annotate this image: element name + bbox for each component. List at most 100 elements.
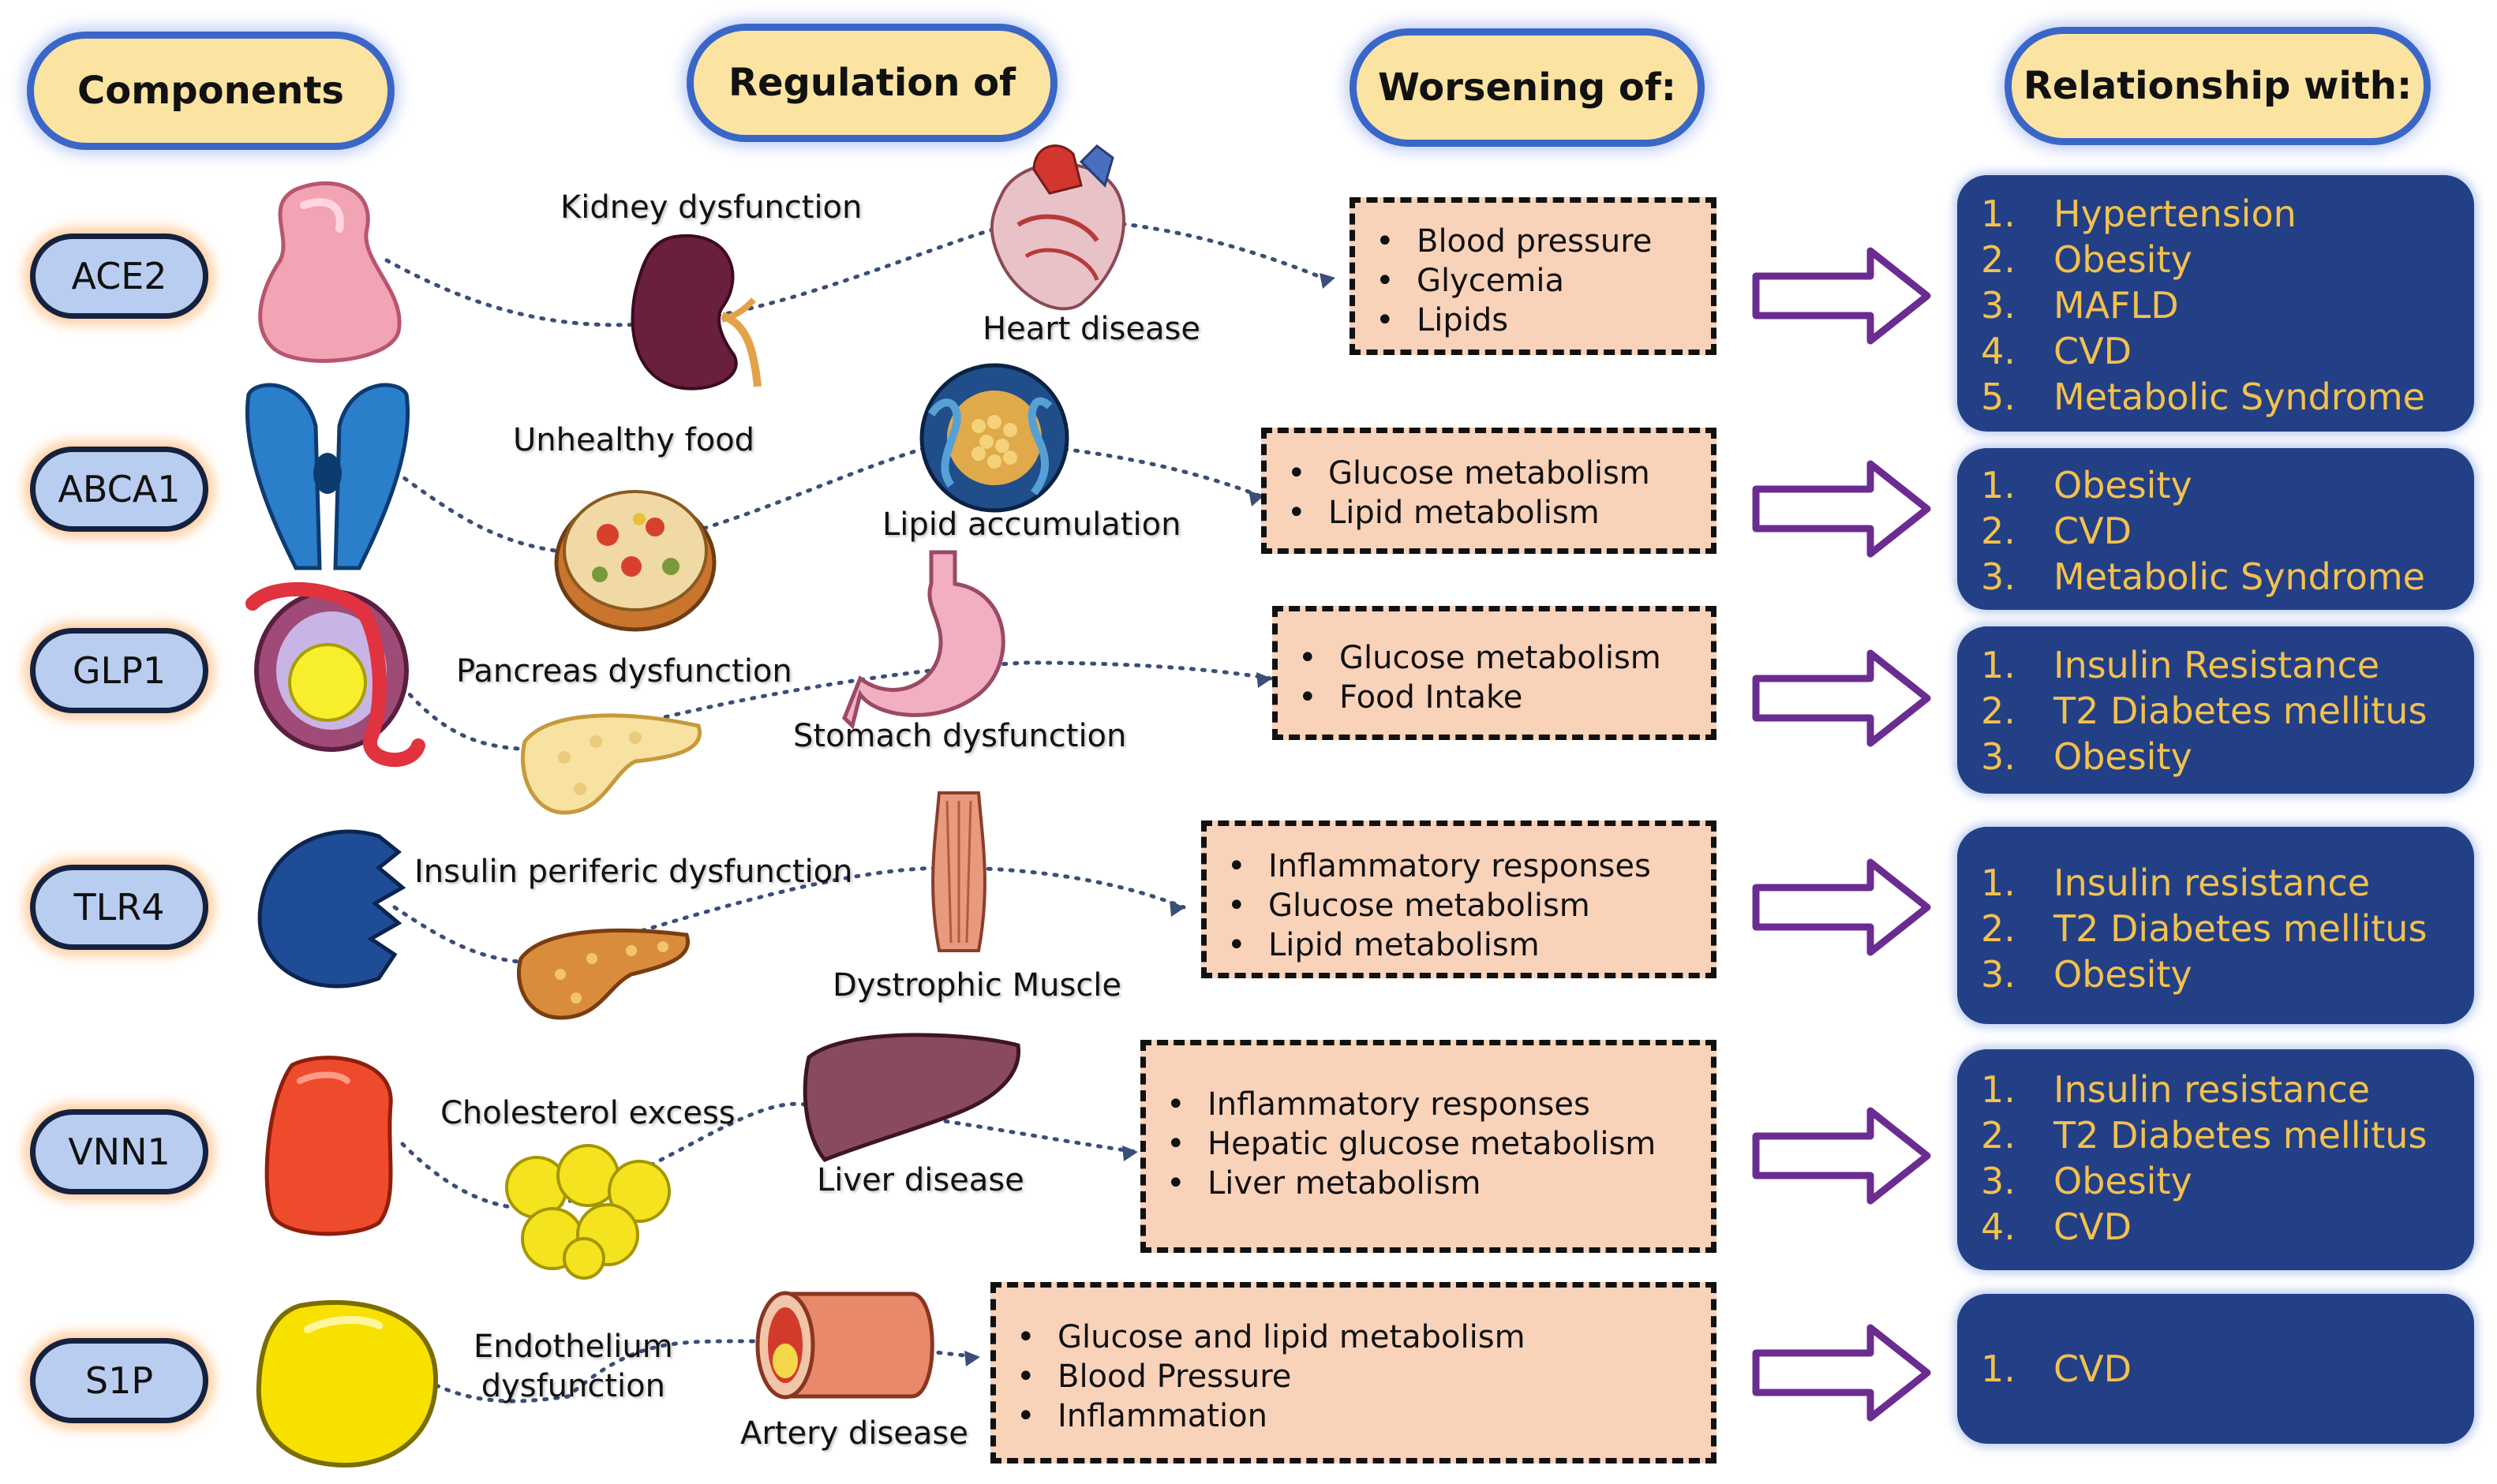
- pancreas-icon-row3: [520, 713, 702, 815]
- muscle-icon: [931, 791, 986, 952]
- relationship-item: 2. T2 Diabetes mellitus: [1981, 906, 2450, 951]
- worsening-item: Blood pressure: [1355, 222, 1711, 261]
- component-abca1: ABCA1: [30, 447, 208, 532]
- item-number: 2.: [1981, 510, 2016, 552]
- relationship-item: 5.Metabolic Syndrome: [1981, 374, 2450, 420]
- worsening-item: Lipid metabolism: [1207, 925, 1711, 965]
- relationship-item: 1.Insulin resistance: [1981, 1067, 2450, 1112]
- fat-cell-icon: [919, 363, 1069, 513]
- tlr4-receptor-icon: [257, 829, 406, 989]
- heart-icon: [990, 144, 1125, 311]
- pizza-icon: [554, 490, 717, 632]
- worsening-item: Inflammatory responses: [1146, 1085, 1711, 1124]
- arrow-icon: [1752, 858, 1931, 956]
- component-label: TLR4: [73, 886, 165, 929]
- worsening-item: Glucose and lipid metabolism: [996, 1318, 1711, 1357]
- label-lipid-accumulation: Lipid accumulation: [882, 507, 1181, 543]
- relationship-item: 1. CVD: [1981, 1346, 2450, 1392]
- item-text: Insulin resistance: [2053, 862, 2371, 904]
- component-label: S1P: [84, 1359, 154, 1402]
- item-text: Insulin resistance: [2053, 1068, 2371, 1111]
- arrow-icon: [1752, 649, 1931, 747]
- component-s1p: S1P: [30, 1338, 208, 1423]
- header-worsening-label: Worsening of:: [1378, 65, 1676, 110]
- item-number: 2.: [1981, 1114, 2016, 1157]
- item-number: 4.: [1981, 330, 2016, 372]
- item-number: 3.: [1981, 1160, 2016, 1202]
- label-endothelium-line1: Endothelium: [474, 1329, 673, 1365]
- artery-icon: [755, 1291, 934, 1400]
- item-text: Metabolic Syndrome: [2053, 555, 2425, 598]
- item-text: CVD: [2053, 510, 2132, 552]
- item-text: Obesity: [2053, 1160, 2192, 1202]
- item-text: Obesity: [2053, 238, 2192, 281]
- vnn1-cell-icon: [264, 1056, 393, 1236]
- component-vnn1: VNN1: [30, 1109, 208, 1194]
- label-endothelium-line2: dysfunction: [481, 1368, 665, 1404]
- relationship-item: 3.MAFLD: [1981, 282, 2450, 328]
- worsening-box-ace2: Blood pressure Glycemia Lipids: [1350, 197, 1716, 355]
- item-number: 1.: [1981, 193, 2016, 235]
- item-number: 1.: [1981, 464, 2016, 507]
- component-label: ABCA1: [58, 468, 181, 510]
- item-text: Insulin Resistance: [2053, 644, 2380, 686]
- worsening-box-s1p: Glucose and lipid metabolism Blood Press…: [990, 1282, 1716, 1463]
- header-relationship: Relationship with:: [2005, 27, 2431, 145]
- item-number: 1.: [1981, 862, 2016, 904]
- worsening-box-vnn1: Inflammatory responses Hepatic glucose m…: [1140, 1040, 1716, 1253]
- relationship-item: 3.Metabolic Syndrome: [1981, 554, 2450, 600]
- arrow-icon: [1752, 247, 1931, 345]
- item-number: 5.: [1981, 376, 2016, 418]
- worsening-item: Glycemia: [1355, 261, 1711, 301]
- item-number: 2.: [1981, 238, 2016, 281]
- item-text: MAFLD: [2053, 284, 2179, 327]
- relationship-item: 2.T2 Diabetes mellitus: [1981, 688, 2450, 734]
- relationship-item: 1.Hypertension: [1981, 191, 2450, 237]
- label-insulin-periferic-dysfunction: Insulin periferic dysfunction: [414, 854, 853, 890]
- label-heart-disease: Heart disease: [983, 311, 1200, 347]
- pancreas-icon-row4: [516, 928, 691, 1020]
- relationship-item: 1.Insulin Resistance: [1981, 642, 2450, 688]
- component-glp1: GLP1: [30, 628, 208, 713]
- worsening-item: Glucose metabolism: [1207, 886, 1711, 925]
- label-cholesterol-excess: Cholesterol excess: [440, 1095, 736, 1131]
- label-stomach-dysfunction: Stomach dysfunction: [793, 718, 1127, 754]
- item-text: CVD: [2053, 1348, 2132, 1390]
- item-number: 3.: [1981, 953, 2016, 996]
- worsening-item: Blood Pressure: [996, 1357, 1711, 1396]
- header-regulation-label: Regulation of: [728, 61, 1016, 105]
- component-tlr4: TLR4: [30, 865, 208, 950]
- fat-droplets-icon: [505, 1144, 671, 1280]
- worsening-item: Inflammation: [996, 1396, 1711, 1436]
- worsening-item: Glucose metabolism: [1267, 454, 1711, 493]
- item-text: T2 Diabetes mellitus: [2053, 907, 2428, 950]
- header-components: Components: [27, 32, 395, 150]
- worsening-item: Liver metabolism: [1146, 1164, 1711, 1203]
- worsening-item: Glucose metabolism: [1278, 638, 1711, 678]
- relationship-box-s1p: 1. CVD: [1957, 1294, 2474, 1444]
- label-artery-disease: Artery disease: [740, 1415, 968, 1452]
- component-label: GLP1: [72, 649, 167, 692]
- s1p-cell-icon: [256, 1299, 439, 1468]
- item-text: CVD: [2053, 1206, 2132, 1248]
- label-kidney-dysfunction: Kidney dysfunction: [560, 189, 863, 226]
- worsening-item: Lipids: [1355, 301, 1711, 340]
- relationship-item: 1. Insulin resistance: [1981, 860, 2450, 906]
- arrow-icon: [1752, 460, 1931, 558]
- item-text: CVD: [2053, 330, 2132, 372]
- item-number: 2.: [1981, 907, 2016, 950]
- worsening-item: Food Intake: [1278, 678, 1711, 717]
- kidney-shape-icon: [258, 181, 402, 363]
- label-pancreas-dysfunction: Pancreas dysfunction: [456, 653, 792, 690]
- relationship-item: 2.T2 Diabetes mellitus: [1981, 1112, 2450, 1158]
- relationship-item: 3.Obesity: [1981, 734, 2450, 779]
- worsening-box-tlr4: Inflammatory responses Glucose metabolis…: [1201, 820, 1716, 978]
- component-label: ACE2: [71, 255, 167, 297]
- item-number: 3.: [1981, 735, 2016, 778]
- item-number: 1.: [1981, 1348, 2016, 1390]
- relationship-box-glp1: 1.Insulin Resistance 2.T2 Diabetes melli…: [1957, 626, 2474, 794]
- worsening-box-glp1: Glucose metabolism Food Intake: [1272, 606, 1716, 740]
- transporter-channel-icon: [245, 383, 410, 570]
- item-number: 2.: [1981, 690, 2016, 732]
